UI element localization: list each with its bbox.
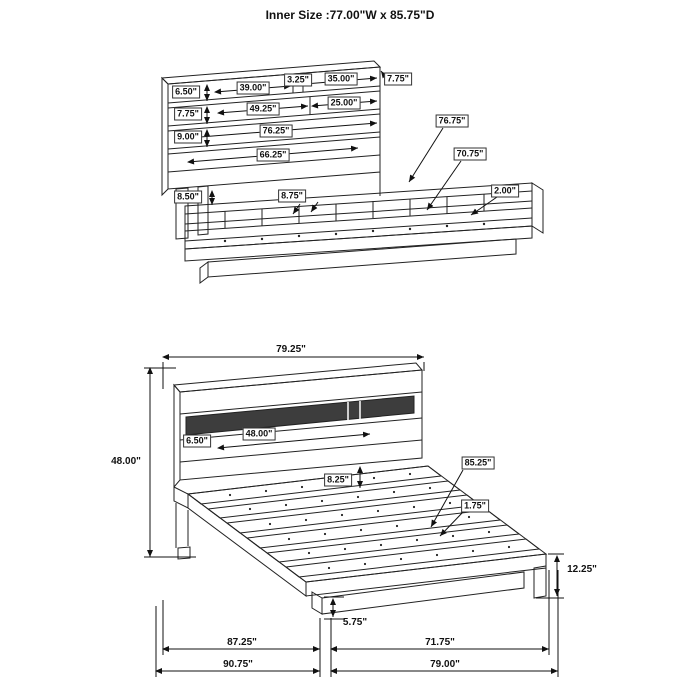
dim-bottom-overall-depth: 90.75"	[223, 659, 253, 670]
dim-top-row2-right-width: 25.00"	[327, 96, 361, 110]
dim-bottom-overall-width: 79.25"	[276, 344, 306, 355]
dimension-arrows-bottom	[144, 354, 564, 677]
screw-dots-top	[223, 222, 486, 243]
dim-top-rail-thickness: 2.00"	[491, 184, 519, 198]
dim-bottom-slat-thickness: 1.75"	[461, 499, 489, 513]
bottom-view-drawing	[144, 354, 564, 677]
dim-top-inner-length: 70.75"	[453, 147, 487, 161]
dim-bottom-frame-depth: 79.00"	[430, 659, 460, 670]
dimension-arrows-top	[174, 70, 498, 216]
dim-top-row2-left-width: 49.25"	[246, 102, 280, 116]
dim-top-row4-width: 66.25"	[256, 148, 290, 162]
dim-bottom-inner-depth: 85.25"	[461, 456, 495, 470]
dim-top-row3-height: 9.00"	[174, 130, 202, 144]
dim-top-row3-width: 76.25"	[259, 124, 293, 138]
dim-bottom-base-height: 5.75"	[342, 617, 368, 628]
dim-bottom-overall-height: 48.00"	[111, 456, 141, 467]
dim-bottom-deck-depth: 71.75"	[425, 637, 455, 648]
dim-top-shelf-height: 6.50"	[172, 85, 200, 99]
top-view-drawing	[160, 60, 544, 284]
dim-top-shelf-right-width: 35.00"	[324, 72, 358, 86]
inner-size-title: Inner Size :77.00"W x 85.75"D	[265, 8, 435, 22]
dim-top-slat-spacing: 8.75"	[278, 189, 306, 203]
dim-bottom-deck-gap: 8.25"	[324, 473, 352, 487]
dim-bottom-shelf-opening-width: 48.00"	[242, 427, 276, 441]
dim-bottom-foot-height: 12.25"	[567, 564, 597, 575]
dim-top-shelf-left-width: 39.00"	[236, 81, 270, 95]
dim-top-row2-height: 7.75"	[174, 107, 202, 121]
dim-bottom-shelf-opening-height: 6.50"	[183, 434, 211, 448]
dim-top-top-edge-height: 7.75"	[384, 72, 412, 86]
dim-top-rail-gap: 8.50"	[174, 190, 202, 204]
screw-dots-bottom	[228, 472, 511, 570]
dim-top-divider-width: 3.25"	[284, 73, 312, 87]
dim-top-frame-length: 76.75"	[435, 114, 469, 128]
dim-bottom-platform-depth: 87.25"	[227, 637, 257, 648]
